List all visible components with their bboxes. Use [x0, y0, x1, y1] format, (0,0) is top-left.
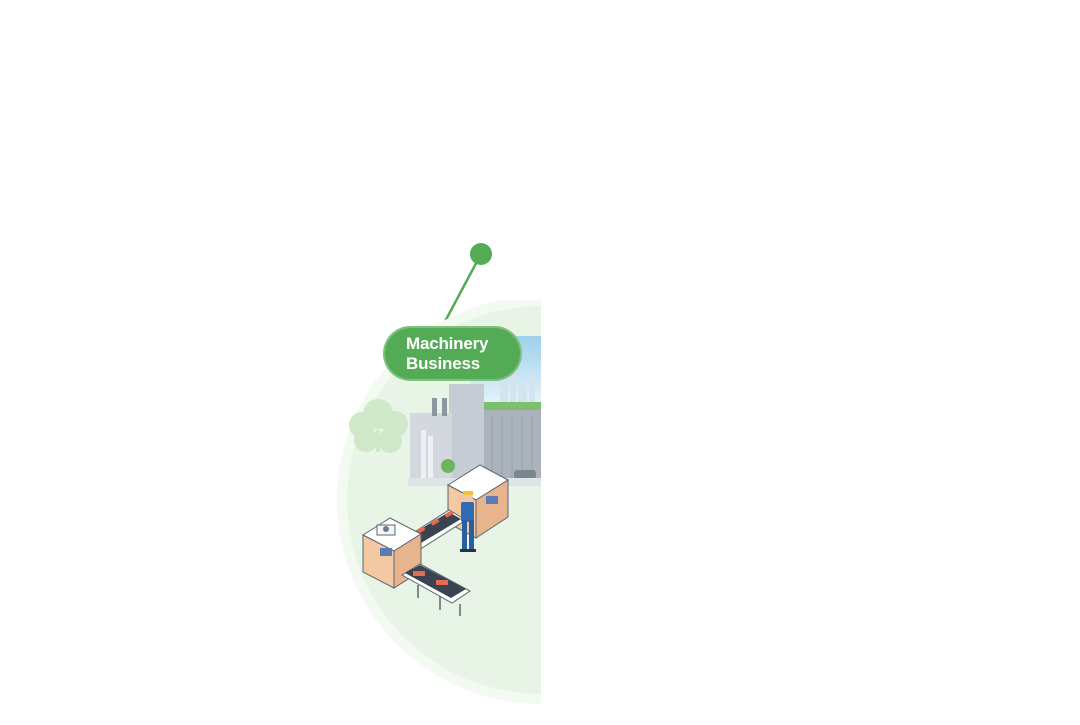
map-pin-dot-icon[interactable]: [470, 243, 492, 265]
chimney: [442, 398, 447, 416]
machinery-business-label[interactable]: Machinery Business: [383, 326, 522, 381]
callout-connector-line: [439, 253, 483, 330]
small-tree: [441, 459, 455, 473]
label-line-1: Machinery: [406, 333, 489, 353]
city-skyline: [500, 370, 535, 408]
chimney: [432, 398, 437, 416]
factory-conveyor-illustration: [337, 300, 541, 704]
roof-garden: [484, 402, 541, 412]
trees: [349, 399, 408, 453]
label-line-2: Business: [406, 353, 480, 373]
car: [514, 470, 536, 479]
conveyor-belt-lower: [401, 563, 471, 616]
worker-figure: [460, 491, 476, 552]
front-machine: [361, 517, 423, 589]
